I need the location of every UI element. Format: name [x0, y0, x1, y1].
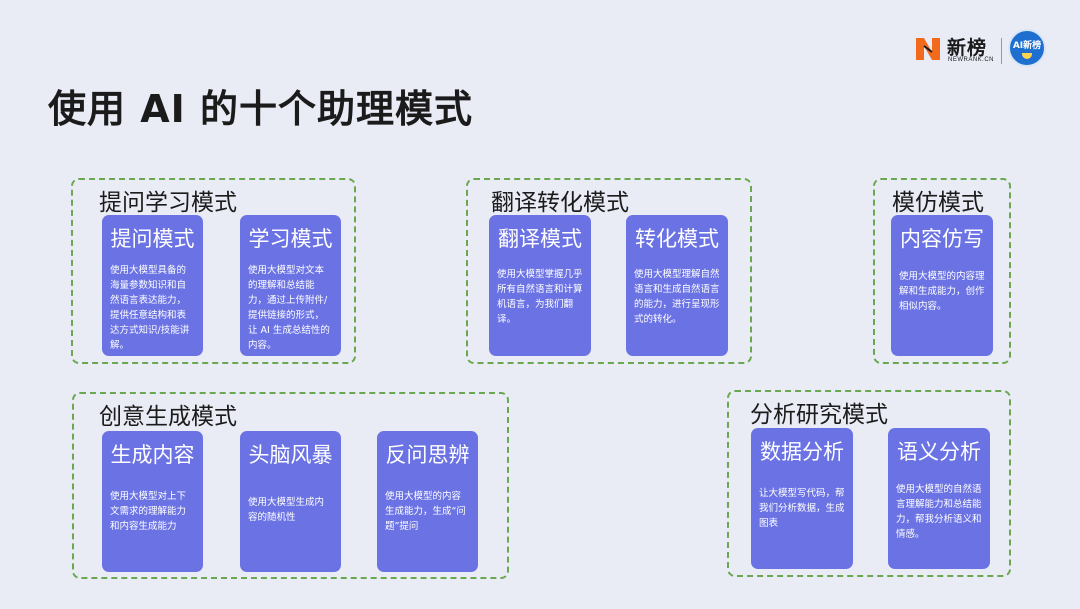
card-semantic-analysis: 语义分析 使用大模型的自然语言理解能力和总结能力，帮我分析语义和情感。	[888, 428, 990, 569]
card-description: 使用大模型对上下文需求的理解能力和内容生成能力	[110, 491, 187, 532]
brand-name: 新榜	[947, 37, 988, 59]
card-transform-mode: 转化模式 使用大模型理解自然语言和生成自然语言的能力，进行呈现形式的转化。	[626, 215, 728, 356]
card-description: 使用大模型的内容理解和生成能力，创作相似内容。	[899, 271, 985, 312]
logo-divider	[1001, 38, 1002, 64]
card-content-rewrite: 内容仿写 使用大模型的内容理解和生成能力，创作相似内容。	[891, 215, 993, 356]
group-label: 翻译转化模式	[491, 190, 629, 216]
group-label: 模仿模式	[892, 190, 984, 216]
badge-mouth-icon	[1022, 53, 1032, 59]
card-description: 使用大模型生成内容的随机性	[248, 497, 325, 523]
card-question-mode: 提问模式 使用大模型具备的海量参数知识和自然语言表达能力，提供任意结构和表达方式…	[102, 215, 203, 356]
group-creative-generation	[72, 392, 509, 579]
newrank-logo-icon	[916, 38, 940, 60]
card-title: 学习模式	[248, 227, 333, 251]
card-description: 使用大模型的自然语言理解能力和总结能力，帮我分析语义和情感。	[896, 484, 982, 540]
card-description: 使用大模型的内容生成能力，生成“问题”提问	[385, 491, 466, 532]
card-description: 使用大模型理解自然语言和生成自然语言的能力，进行呈现形式的转化。	[634, 269, 720, 325]
card-title: 提问模式	[110, 227, 195, 251]
card-description: 使用大模型具备的海量参数知识和自然语言表达能力，提供任意结构和表达方式知识/技能…	[110, 265, 190, 351]
group-imitation	[873, 178, 1011, 364]
group-label: 分析研究模式	[750, 402, 888, 428]
card-description: 让大模型写代码，帮我们分析数据，生成图表	[759, 488, 845, 529]
group-label: 提问学习模式	[99, 190, 237, 216]
card-title: 头脑风暴	[248, 443, 333, 467]
badge-label: AI新榜	[1012, 41, 1042, 51]
card-title: 语义分析	[897, 440, 981, 464]
card-reverse-question: 反问思辨 使用大模型的内容生成能力，生成“问题”提问	[377, 431, 478, 572]
group-question-learning	[71, 178, 356, 364]
card-title: 生成内容	[110, 443, 195, 467]
group-label: 创意生成模式	[99, 404, 237, 430]
card-description: 使用大模型掌握几乎所有自然语言和计算机语言，为我们翻译。	[497, 269, 583, 325]
group-analysis-research	[727, 390, 1011, 577]
card-title: 反问思辨	[385, 443, 470, 467]
page-title: 使用 AI 的十个助理模式	[48, 87, 474, 131]
group-translate-transform	[466, 178, 752, 364]
card-generate-content: 生成内容 使用大模型对上下文需求的理解能力和内容生成能力	[102, 431, 203, 572]
ai-newrank-badge-icon: AI新榜	[1008, 29, 1046, 67]
card-description: 使用大模型对文本的理解和总结能力，通过上传附件/提供链接的形式，让 AI 生成总…	[248, 265, 330, 351]
card-title: 数据分析	[760, 440, 844, 464]
card-brainstorm: 头脑风暴 使用大模型生成内容的随机性	[240, 431, 341, 572]
card-data-analysis: 数据分析 让大模型写代码，帮我们分析数据，生成图表	[751, 428, 853, 569]
card-title: 翻译模式	[498, 227, 582, 251]
card-title: 转化模式	[635, 227, 719, 251]
brand-sub: NEWRANK.CN	[948, 57, 995, 63]
card-title: 内容仿写	[900, 227, 984, 251]
card-translate-mode: 翻译模式 使用大模型掌握几乎所有自然语言和计算机语言，为我们翻译。	[489, 215, 591, 356]
card-learning-mode: 学习模式 使用大模型对文本的理解和总结能力，通过上传附件/提供链接的形式，让 A…	[240, 215, 341, 356]
